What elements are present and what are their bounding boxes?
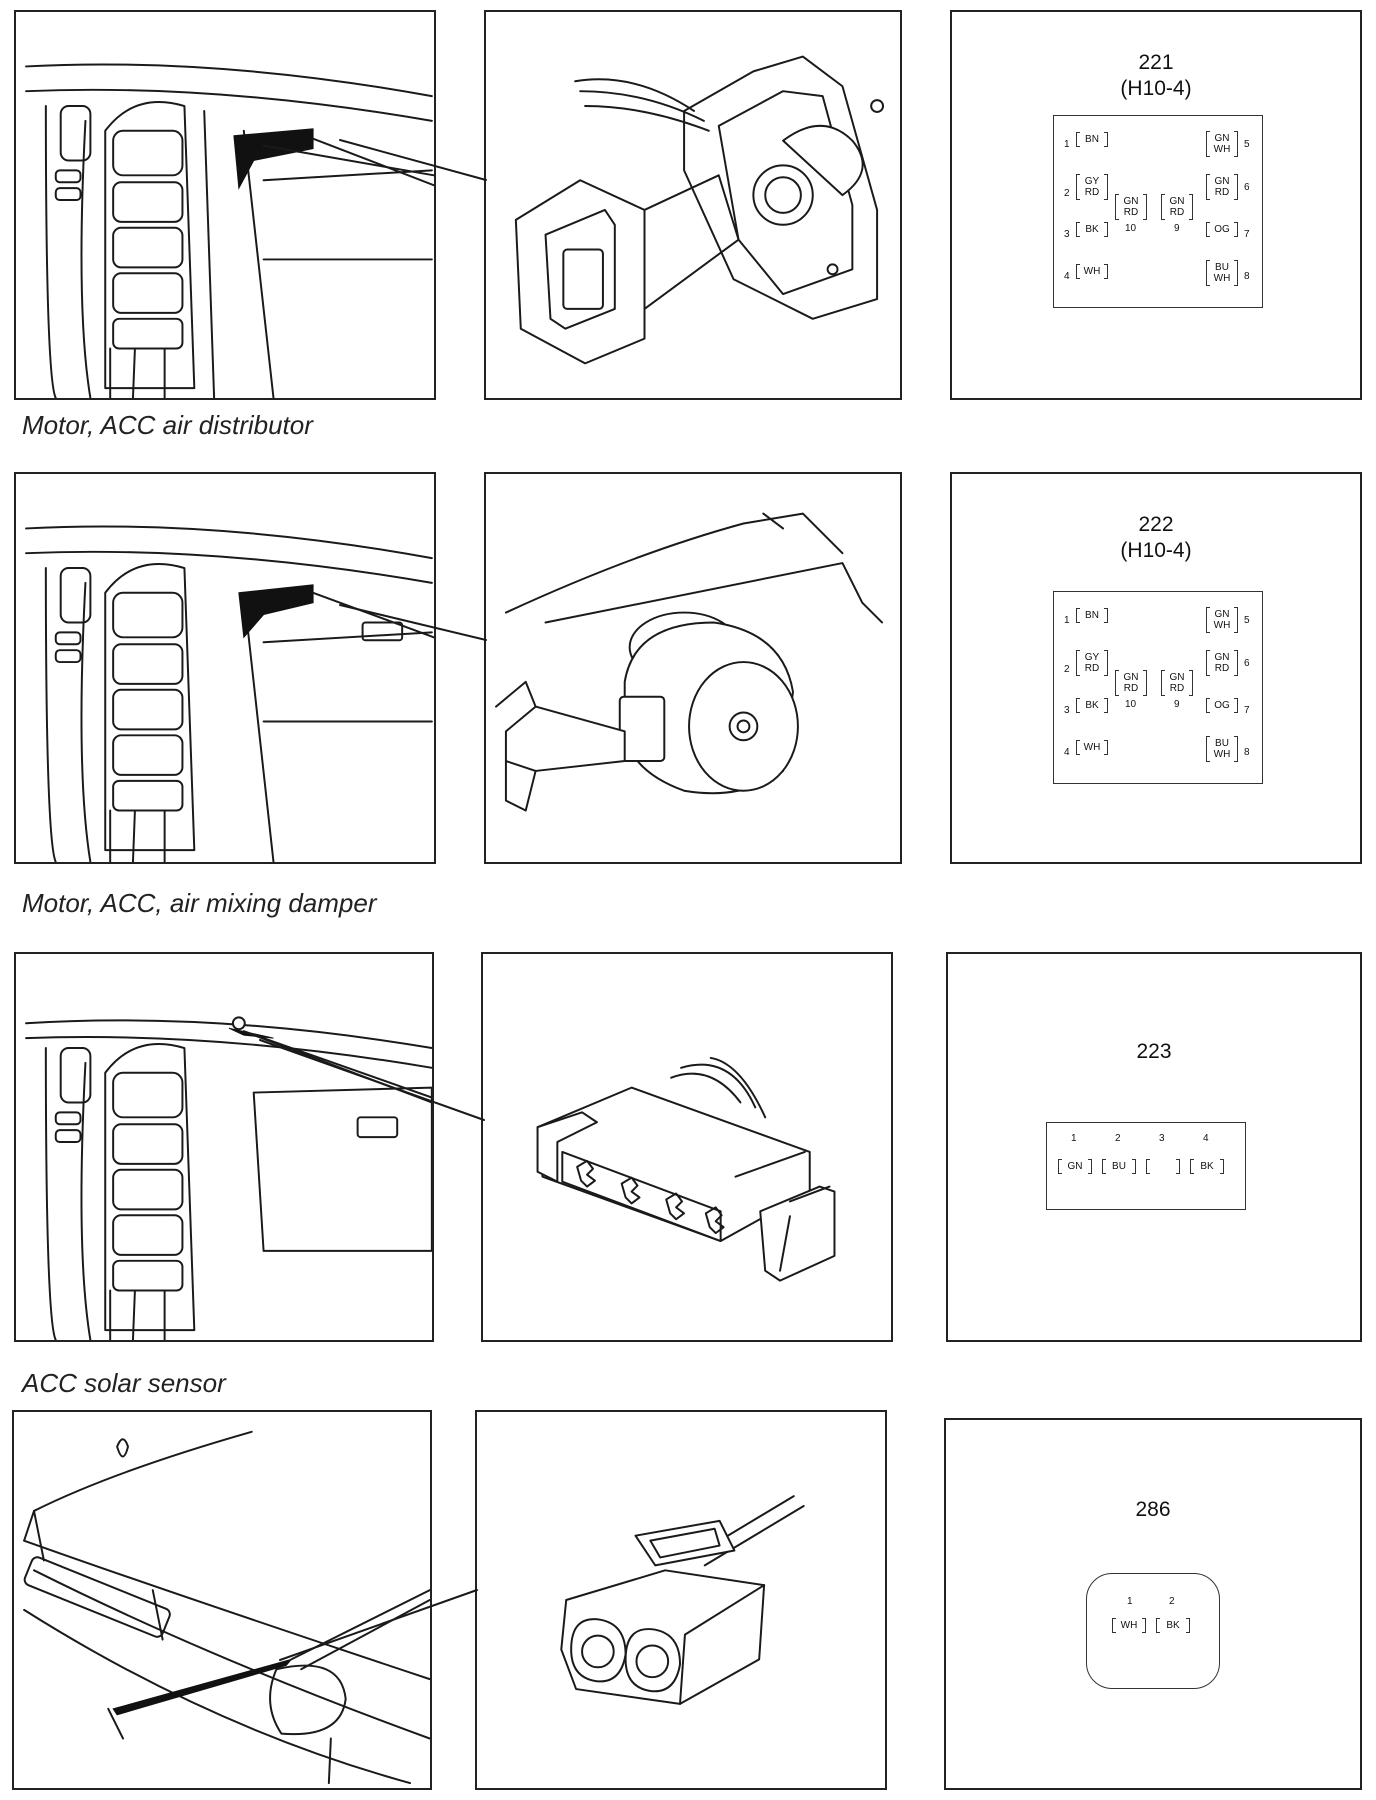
pin-7-wire: OG [1206,222,1238,237]
pin-number: 3 [1064,705,1070,716]
pin-3-wire: BK [1076,222,1108,237]
pin-1-wire: GN [1058,1159,1092,1174]
pin-number: 2 [1064,664,1070,675]
pin-number: 4 [1064,747,1070,758]
connector-number: 286 [1135,1498,1171,1521]
pin-2-wire: BU [1102,1159,1136,1174]
pin-number: 7 [1244,705,1250,716]
pin-number: 3 [1064,229,1070,240]
location-view-2 [14,472,436,864]
pin-4-wire: BK [1190,1159,1224,1174]
pin-number: 2 [1064,188,1070,199]
pin-number: 5 [1244,615,1250,626]
component-view-1 [484,10,902,400]
pin-3-wire [1146,1159,1180,1174]
pin-number: 1 [1127,1596,1133,1607]
connector-panel-286: 286 1 WH 2 BK [944,1418,1362,1790]
connector-code: (H10-4) [1120,77,1192,100]
component-view-4 [475,1410,887,1790]
pin-number: 9 [1174,699,1180,710]
pin-4-wire: WH [1076,264,1108,279]
pin-4-wire: WH [1076,740,1108,755]
pin-7-wire: OG [1206,698,1238,713]
location-view-3 [14,952,434,1342]
pin-number: 10 [1125,223,1137,234]
pin-2-wire: BK [1156,1618,1190,1633]
connector-panel-223: 223 1 GN 2 BU 3 4 BK [946,952,1362,1342]
component-view-3 [481,952,893,1342]
connector-number: 223 [1136,1040,1172,1063]
pin-number: 1 [1064,139,1070,150]
air-mixing-damper-motor-icon [495,512,884,812]
caption-1: Motor, ACC air distributor [22,410,313,440]
air-distributor-motor-icon [514,55,885,365]
connector-face: 1 GN 2 BU 3 4 BK [1046,1122,1246,1210]
connector-face: 1 WH 2 BK [1086,1573,1220,1689]
caption-3: ACC solar sensor [22,1368,226,1398]
pin-number: 9 [1174,223,1180,234]
bumper-sensor-connector-icon [560,1495,805,1705]
connector-number: 221 [1138,51,1174,74]
pin-number: 4 [1064,271,1070,282]
pin-number: 2 [1115,1133,1121,1144]
pin-number: 6 [1244,658,1250,669]
component-view-2 [484,472,902,864]
pin-number: 1 [1064,615,1070,626]
pin-number: 10 [1125,699,1137,710]
pin-1-wire: BN [1076,132,1108,147]
pin-number: 8 [1244,747,1250,758]
solar-sensor-connector-icon [536,1056,836,1282]
dashboard-location-illustration [25,1016,432,1340]
pin-number: 7 [1244,229,1250,240]
pin-number: 3 [1159,1133,1165,1144]
dashboard-location-illustration [25,525,434,862]
location-view-1 [14,10,436,400]
pin-1-wire: WH [1112,1618,1146,1633]
pin-3-wire: BK [1076,698,1108,713]
pin-number: 8 [1244,271,1250,282]
connector-code: (H10-4) [1120,539,1192,562]
caption-2: Motor, ACC, air mixing damper [22,888,377,918]
pin-number: 5 [1244,139,1250,150]
front-bumper-location-illustration [23,1430,430,1785]
dashboard-location-illustration [25,63,434,398]
location-view-4 [12,1410,432,1790]
pin-number: 2 [1169,1596,1175,1607]
pin-1-wire: BN [1076,608,1108,623]
pin-number: 6 [1244,182,1250,193]
pin-number: 4 [1203,1133,1209,1144]
pin-number: 1 [1071,1133,1077,1144]
connector-number: 222 [1138,513,1174,536]
